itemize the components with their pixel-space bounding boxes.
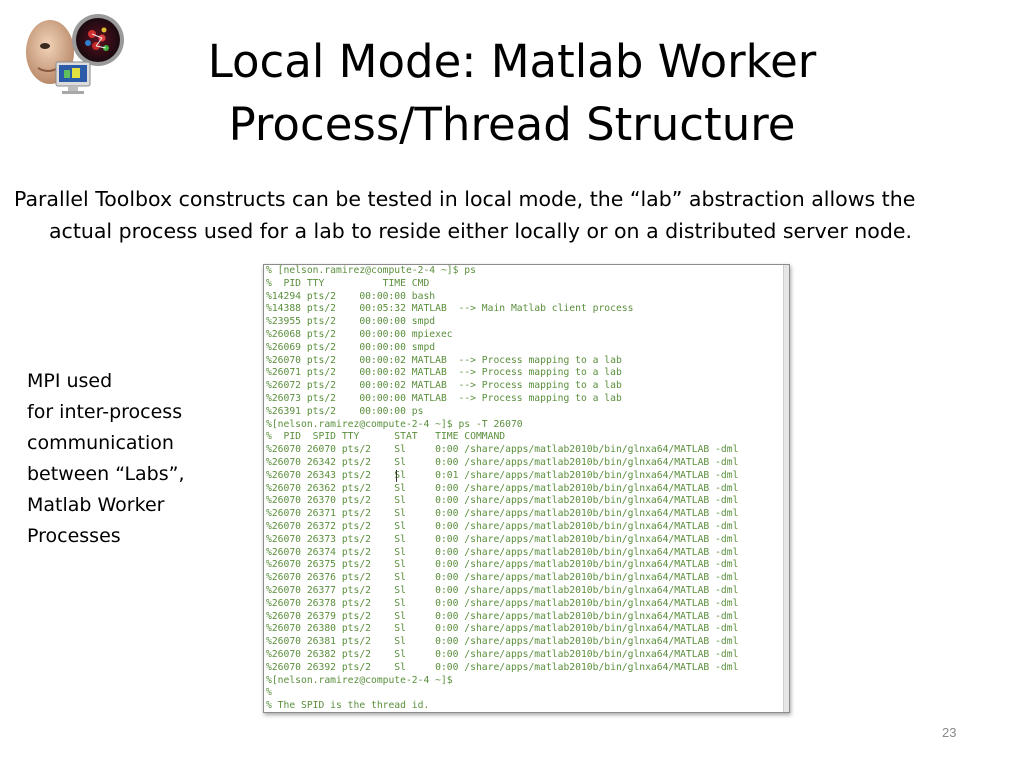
terminal-line: %[nelson.ramirez@compute-2-4 ~]$ — [266, 674, 453, 686]
terminal-line: %26070 26371 pts/2 Sl 0:00 /share/apps/m… — [266, 508, 739, 520]
side-note-line: between “Labs”, — [27, 463, 185, 485]
side-note-line: MPI used — [27, 370, 113, 392]
terminal-line: %26070 26362 pts/2 Sl 0:00 /share/apps/m… — [266, 482, 739, 494]
terminal-line: %26070 26376 pts/2 Sl 0:00 /share/apps/m… — [266, 572, 739, 584]
terminal-line: %26073 pts/2 00:00:00 MATLAB --> Process… — [266, 392, 622, 404]
terminal-line: % [nelson.ramirez@compute-2-4 ~]$ ps — [266, 265, 476, 276]
terminal-output: % [nelson.ramirez@compute-2-4 ~]$ ps% PI… — [266, 265, 783, 712]
side-note-line: communication — [27, 432, 174, 454]
terminal-line: %[nelson.ramirez@compute-2-4 ~]$ ps -T 2… — [266, 418, 523, 430]
logo-icon — [26, 14, 124, 94]
terminal-line: % PID SPID TTY STAT TIME COMMAND — [266, 431, 506, 443]
terminal-line: %14388 pts/2 00:05:32 MATLAB --> Main Ma… — [266, 303, 634, 315]
slide-title-line: Local Mode: Matlab Worker — [207, 35, 817, 88]
terminal-line: %26070 26370 pts/2 Sl 0:00 /share/apps/m… — [266, 495, 739, 507]
terminal-line: %26070 26374 pts/2 Sl 0:00 /share/apps/m… — [266, 546, 739, 558]
intro-paragraph: Parallel Toolbox constructs can be teste… — [14, 183, 1020, 247]
page-number: 23 — [942, 725, 957, 740]
terminal-line: % PID TTY TIME CMD — [266, 277, 430, 289]
terminal-line: %26070 26381 pts/2 Sl 0:00 /share/apps/m… — [266, 636, 739, 648]
terminal-line: %26068 pts/2 00:00:00 mpiexec — [266, 328, 453, 340]
terminal-line: %26070 26373 pts/2 Sl 0:00 /share/apps/m… — [266, 533, 739, 545]
terminal-line: %26070 26375 pts/2 Sl 0:00 /share/apps/m… — [266, 559, 739, 571]
terminal-line: %26070 26377 pts/2 Sl 0:00 /share/apps/m… — [266, 584, 739, 596]
side-note-line: Matlab Worker — [27, 494, 165, 516]
terminal-line: % The SPID is the thread id. — [266, 700, 430, 712]
terminal-line: %26071 pts/2 00:00:02 MATLAB --> Process… — [266, 367, 622, 379]
intro-line: Parallel Toolbox constructs can be teste… — [14, 187, 916, 211]
side-note-line: Processes — [27, 525, 121, 547]
terminal-line: %23955 pts/2 00:00:00 smpd — [266, 316, 436, 328]
text-cursor-icon — [396, 470, 397, 482]
terminal-line: %26070 pts/2 00:00:02 MATLAB --> Process… — [266, 354, 622, 366]
terminal-line: %26069 pts/2 00:00:00 smpd — [266, 341, 436, 353]
terminal-line: %26070 26342 pts/2 Sl 0:00 /share/apps/m… — [266, 456, 739, 468]
terminal-line: %26070 26382 pts/2 Sl 0:00 /share/apps/m… — [266, 648, 739, 660]
terminal-line: %26070 26392 pts/2 Sl 0:00 /share/apps/m… — [266, 661, 739, 673]
intro-line: actual process used for a lab to reside … — [49, 219, 912, 243]
terminal-line: %26070 26070 pts/2 Sl 0:00 /share/apps/m… — [266, 444, 739, 456]
side-note-line: for inter-process — [27, 401, 183, 423]
terminal-line: % — [266, 687, 272, 699]
terminal-screenshot: % [nelson.ramirez@compute-2-4 ~]$ ps% PI… — [263, 264, 790, 713]
terminal-line: %26072 pts/2 00:00:02 MATLAB --> Process… — [266, 380, 622, 392]
terminal-line: %14294 pts/2 00:00:00 bash — [266, 290, 436, 302]
terminal-scrollbar — [783, 265, 789, 712]
terminal-line: %26070 26343 pts/2 Sl 0:01 /share/apps/m… — [266, 469, 739, 481]
terminal-line: %26070 26380 pts/2 Sl 0:00 /share/apps/m… — [266, 623, 739, 635]
terminal-line: %26070 26378 pts/2 Sl 0:00 /share/apps/m… — [266, 597, 739, 609]
terminal-line: %26070 26372 pts/2 Sl 0:00 /share/apps/m… — [266, 520, 739, 532]
terminal-line: %26070 26379 pts/2 Sl 0:00 /share/apps/m… — [266, 610, 739, 622]
slide-title-line: Process/Thread Structure — [228, 98, 796, 151]
side-note: MPI used for inter-process communication… — [27, 366, 247, 552]
slide-title: Local Mode: Matlab Worker Process/Thread… — [0, 30, 1024, 156]
terminal-line: %26391 pts/2 00:00:00 ps — [266, 405, 424, 417]
